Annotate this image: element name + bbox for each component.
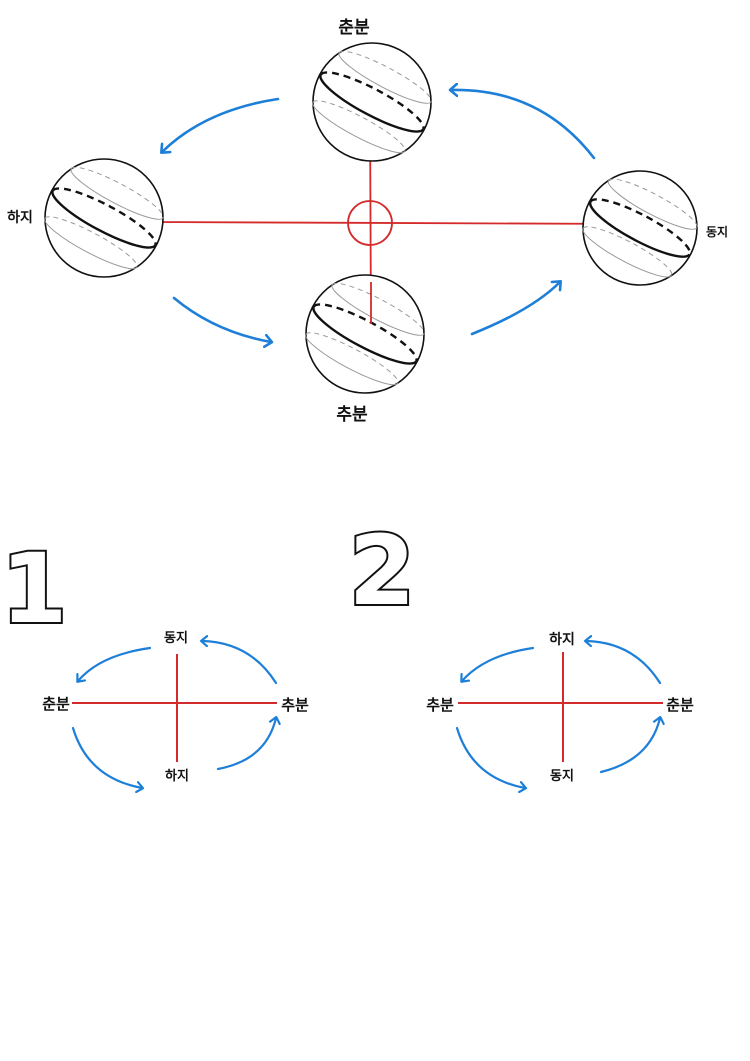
- label-winter-solstice: 동지: [706, 224, 728, 239]
- option-2-arrow-top-right: [586, 641, 662, 685]
- option-1-arrow-top-right: [202, 641, 278, 685]
- option-1-label-right: 추분: [281, 696, 309, 714]
- earth-summer: [44, 158, 164, 278]
- earth-vernal: [312, 42, 432, 162]
- orbit-arrow-top-left: [162, 97, 280, 152]
- orbit-arrow-bottom-left: [172, 296, 271, 342]
- orbit-arrow-bottom-right: [470, 282, 560, 336]
- label-summer-solstice: 하지: [7, 209, 33, 226]
- option-2-label-top: 하지: [549, 631, 575, 648]
- option-1: 1 동지 춘분 추분 하지: [0, 531, 309, 788]
- label-vernal-equinox: 춘분: [338, 18, 370, 38]
- option-1-label-bottom: 하지: [165, 768, 189, 784]
- option-1-arrow-top-left: [78, 646, 152, 681]
- option-2-arrow-bottom-left: [455, 726, 525, 788]
- option-2-label-right: 춘분: [666, 696, 694, 714]
- option-1-label-left: 춘분: [42, 695, 70, 713]
- earth-autumn: [305, 274, 425, 394]
- option-2: 2 하지 추분 춘분 동지: [347, 513, 694, 788]
- option-2-arrow-top-left: [462, 646, 535, 681]
- option-2-arrow-bottom-right: [599, 718, 660, 774]
- option-1-arrow-bottom-right: [216, 718, 276, 771]
- option-2-number: 2: [349, 515, 416, 627]
- option-2-label-bottom: 동지: [550, 769, 574, 784]
- option-1-arrow-bottom-left: [71, 726, 142, 788]
- option-1-label-top: 동지: [164, 631, 188, 646]
- horizontal-axis: [149, 221, 641, 225]
- option-1-number: 1: [1, 533, 68, 645]
- orbit-arrow-top-right: [451, 90, 596, 160]
- option-2-label-left: 추분: [426, 696, 454, 714]
- label-autumnal-equinox: 추분: [336, 405, 368, 425]
- orbit-diagram: 춘분 하지 동지 추분: [7, 18, 728, 425]
- sun-circle: [347, 200, 393, 246]
- earth-winter: [582, 170, 698, 286]
